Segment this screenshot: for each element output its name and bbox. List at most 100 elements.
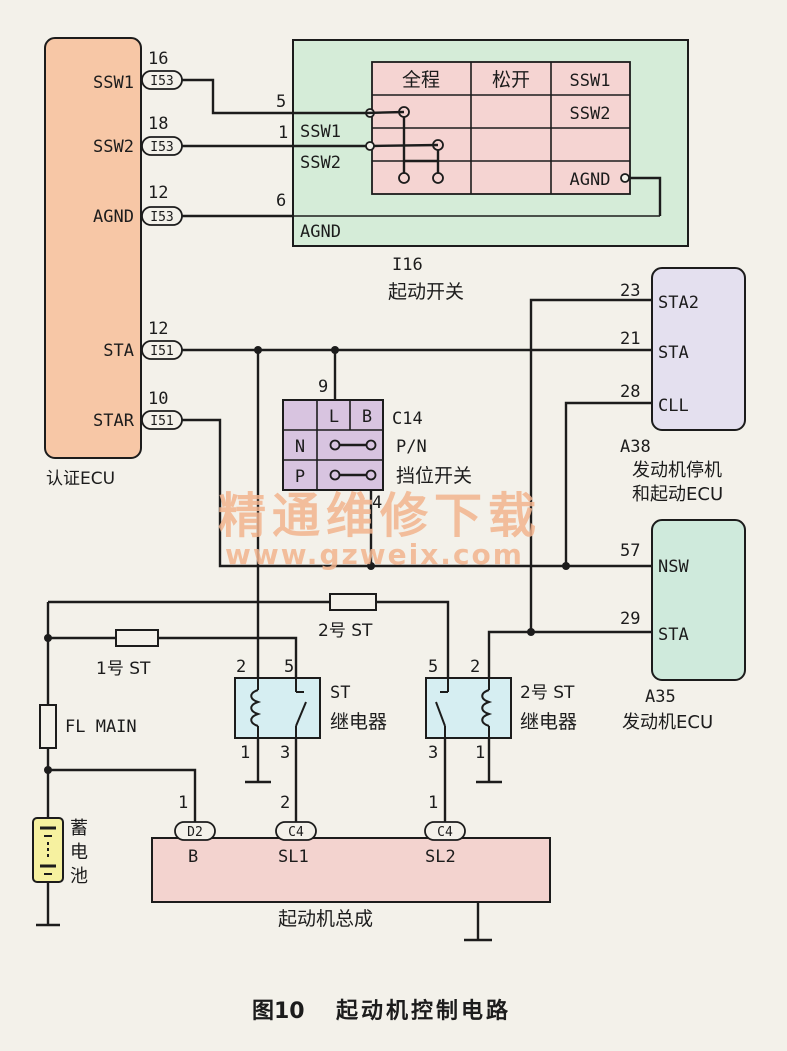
- connector-oval: [424, 821, 466, 841]
- figure-caption: 图10 起动机控制电路: [252, 998, 511, 1024]
- switch-wire-5: 5: [276, 92, 286, 112]
- a38-num-28: 28: [620, 382, 640, 402]
- a35-num-57: 57: [620, 541, 640, 561]
- pn-name: 挡位开关: [396, 465, 472, 487]
- pin-number: 10: [148, 389, 168, 409]
- starter-label-sl1: SL1: [278, 847, 309, 867]
- connector-code: D2: [187, 825, 203, 840]
- switch-pin-agnd: AGND: [300, 222, 341, 242]
- st-relay-pin-3: 3: [280, 743, 290, 763]
- pin-number: 12: [148, 319, 168, 339]
- start-switch-i16: 全程 松开 SSW1 SSW2 AGND SSW1 SSW2 AGND 5 1 …: [276, 39, 689, 303]
- switch-row-ssw2: SSW2: [570, 104, 611, 124]
- st-relay-pin-5: 5: [284, 657, 294, 677]
- st-relay: 2 5 1 3 ST 继电器: [234, 657, 387, 763]
- a38-name-line2: 和起动ECU: [632, 484, 723, 505]
- pn-row-n: N: [295, 437, 305, 457]
- ecu-pin-label-agnd: AGND: [93, 207, 134, 227]
- connector-oval: [174, 821, 216, 841]
- ecu-pin-label-ssw2: SSW2: [93, 137, 134, 157]
- connector-code: I51: [150, 344, 173, 359]
- pn-col-b: B: [362, 407, 372, 427]
- a38-pin-cll: CLL: [658, 396, 689, 416]
- starter-num-sl1: 2: [280, 793, 290, 813]
- st-relay-pin-1: 1: [240, 743, 250, 763]
- fl-main-label: FL MAIN: [65, 717, 137, 737]
- connector-code: I53: [150, 74, 173, 89]
- a38-num-23: 23: [620, 281, 640, 301]
- a35-pin-nsw: NSW: [658, 557, 689, 577]
- st2-relay-pin-1: 1: [475, 743, 485, 763]
- ecu-a38: STA2 STA CLL 23 21 28 A38 发动机停机 和起动ECU: [620, 267, 746, 505]
- st-relay-name1: ST: [330, 683, 350, 703]
- fuse-2-label: 2号 ST: [318, 621, 373, 641]
- st-relay-pin-2: 2: [236, 657, 246, 677]
- connector-code: C4: [288, 825, 304, 840]
- st2-relay-name1: 2号 ST: [520, 683, 575, 703]
- fuse-2-st: 2号 ST: [318, 593, 377, 641]
- st2-relay-name2: 继电器: [520, 711, 577, 733]
- a38-code: A38: [620, 437, 651, 457]
- starter-num-b: 1: [178, 793, 188, 813]
- a35-pin-sta: STA: [658, 625, 689, 645]
- starter-label-sl2: SL2: [425, 847, 456, 867]
- wiring: [36, 298, 652, 942]
- a38-pin-sta2: STA2: [658, 293, 699, 313]
- fl-main-fuse: FL MAIN: [39, 704, 137, 749]
- ecu-pin-label-sta: STA: [103, 341, 134, 361]
- watermark: 精通维修下载 www.gzweix.com: [218, 488, 542, 571]
- a38-num-21: 21: [620, 329, 640, 349]
- ecu-pin-label-ssw1: SSW1: [93, 73, 134, 93]
- wires-switch: [182, 78, 662, 218]
- switch-row-agnd: AGND: [570, 170, 611, 190]
- ecu-pin-label-star: STAR: [93, 411, 135, 431]
- auth-ecu-name: 认证ECU: [46, 469, 115, 489]
- pn-type: P/N: [396, 437, 427, 457]
- a35-code: A35: [645, 687, 676, 707]
- pn-pin-9: 9: [318, 377, 328, 397]
- caption-figure-number: 图10: [252, 999, 305, 1024]
- switch-code: I16: [392, 255, 423, 275]
- a35-num-29: 29: [620, 609, 640, 629]
- auth-ecu: SSW1 SSW2 AGND STA STAR 认证ECU: [44, 37, 142, 489]
- st2-relay: 5 2 3 1 2号 ST 继电器: [425, 657, 577, 763]
- starter-assembly: 1 D2 B 2 C4 SL1 1 C4 SL2 起动机总成: [151, 793, 551, 930]
- switch-column-full: 全程: [402, 69, 440, 91]
- pn-switch-c14: L B N P 9 4 C14 P/N 挡位开关: [282, 377, 472, 513]
- pn-code: C14: [392, 409, 423, 429]
- ecu-a35: NSW STA 57 29 A35 发动机ECU: [620, 519, 746, 733]
- auth-ecu-connectors: 16 I53 18 I53 12 I53 12 I51 10 I51: [141, 49, 183, 430]
- switch-wire-6: 6: [276, 191, 286, 211]
- starter-num-sl2: 1: [428, 793, 438, 813]
- watermark-url: www.gzweix.com: [225, 538, 524, 571]
- pin-number: 16: [148, 49, 168, 69]
- st2-relay-pin-5: 5: [428, 657, 438, 677]
- st2-relay-pin-2: 2: [470, 657, 480, 677]
- pin-number: 18: [148, 114, 168, 134]
- switch-pin-ssw1: SSW1: [300, 122, 341, 142]
- connector-code: I53: [150, 140, 173, 155]
- pn-col-l: L: [329, 407, 339, 427]
- connector-oval: [275, 821, 317, 841]
- connector-code: C4: [437, 825, 453, 840]
- pn-row-p: P: [295, 467, 305, 487]
- switch-name: 起动开关: [388, 281, 464, 303]
- st2-relay-pin-3: 3: [428, 743, 438, 763]
- fuse-1-label: 1号 ST: [96, 659, 151, 679]
- battery-label-2: 电: [70, 842, 88, 863]
- battery-label-3: 池: [70, 866, 88, 887]
- st-relay-name2: 继电器: [330, 711, 387, 733]
- battery: 蓄 电 池: [32, 817, 88, 887]
- pn-pin-4: 4: [372, 493, 382, 513]
- a38-pin-sta: STA: [658, 343, 689, 363]
- watermark-cn: 精通维修下载: [218, 488, 542, 544]
- fuse-1-st: 1号 ST: [96, 629, 159, 679]
- connector-code: I53: [150, 210, 173, 225]
- connector-code: I51: [150, 414, 173, 429]
- switch-column-release: 松开: [492, 69, 530, 91]
- pin-number: 12: [148, 183, 168, 203]
- caption-title: 起动机控制电路: [335, 998, 511, 1024]
- a35-name: 发动机ECU: [622, 712, 713, 733]
- battery-label-1: 蓄: [70, 818, 88, 839]
